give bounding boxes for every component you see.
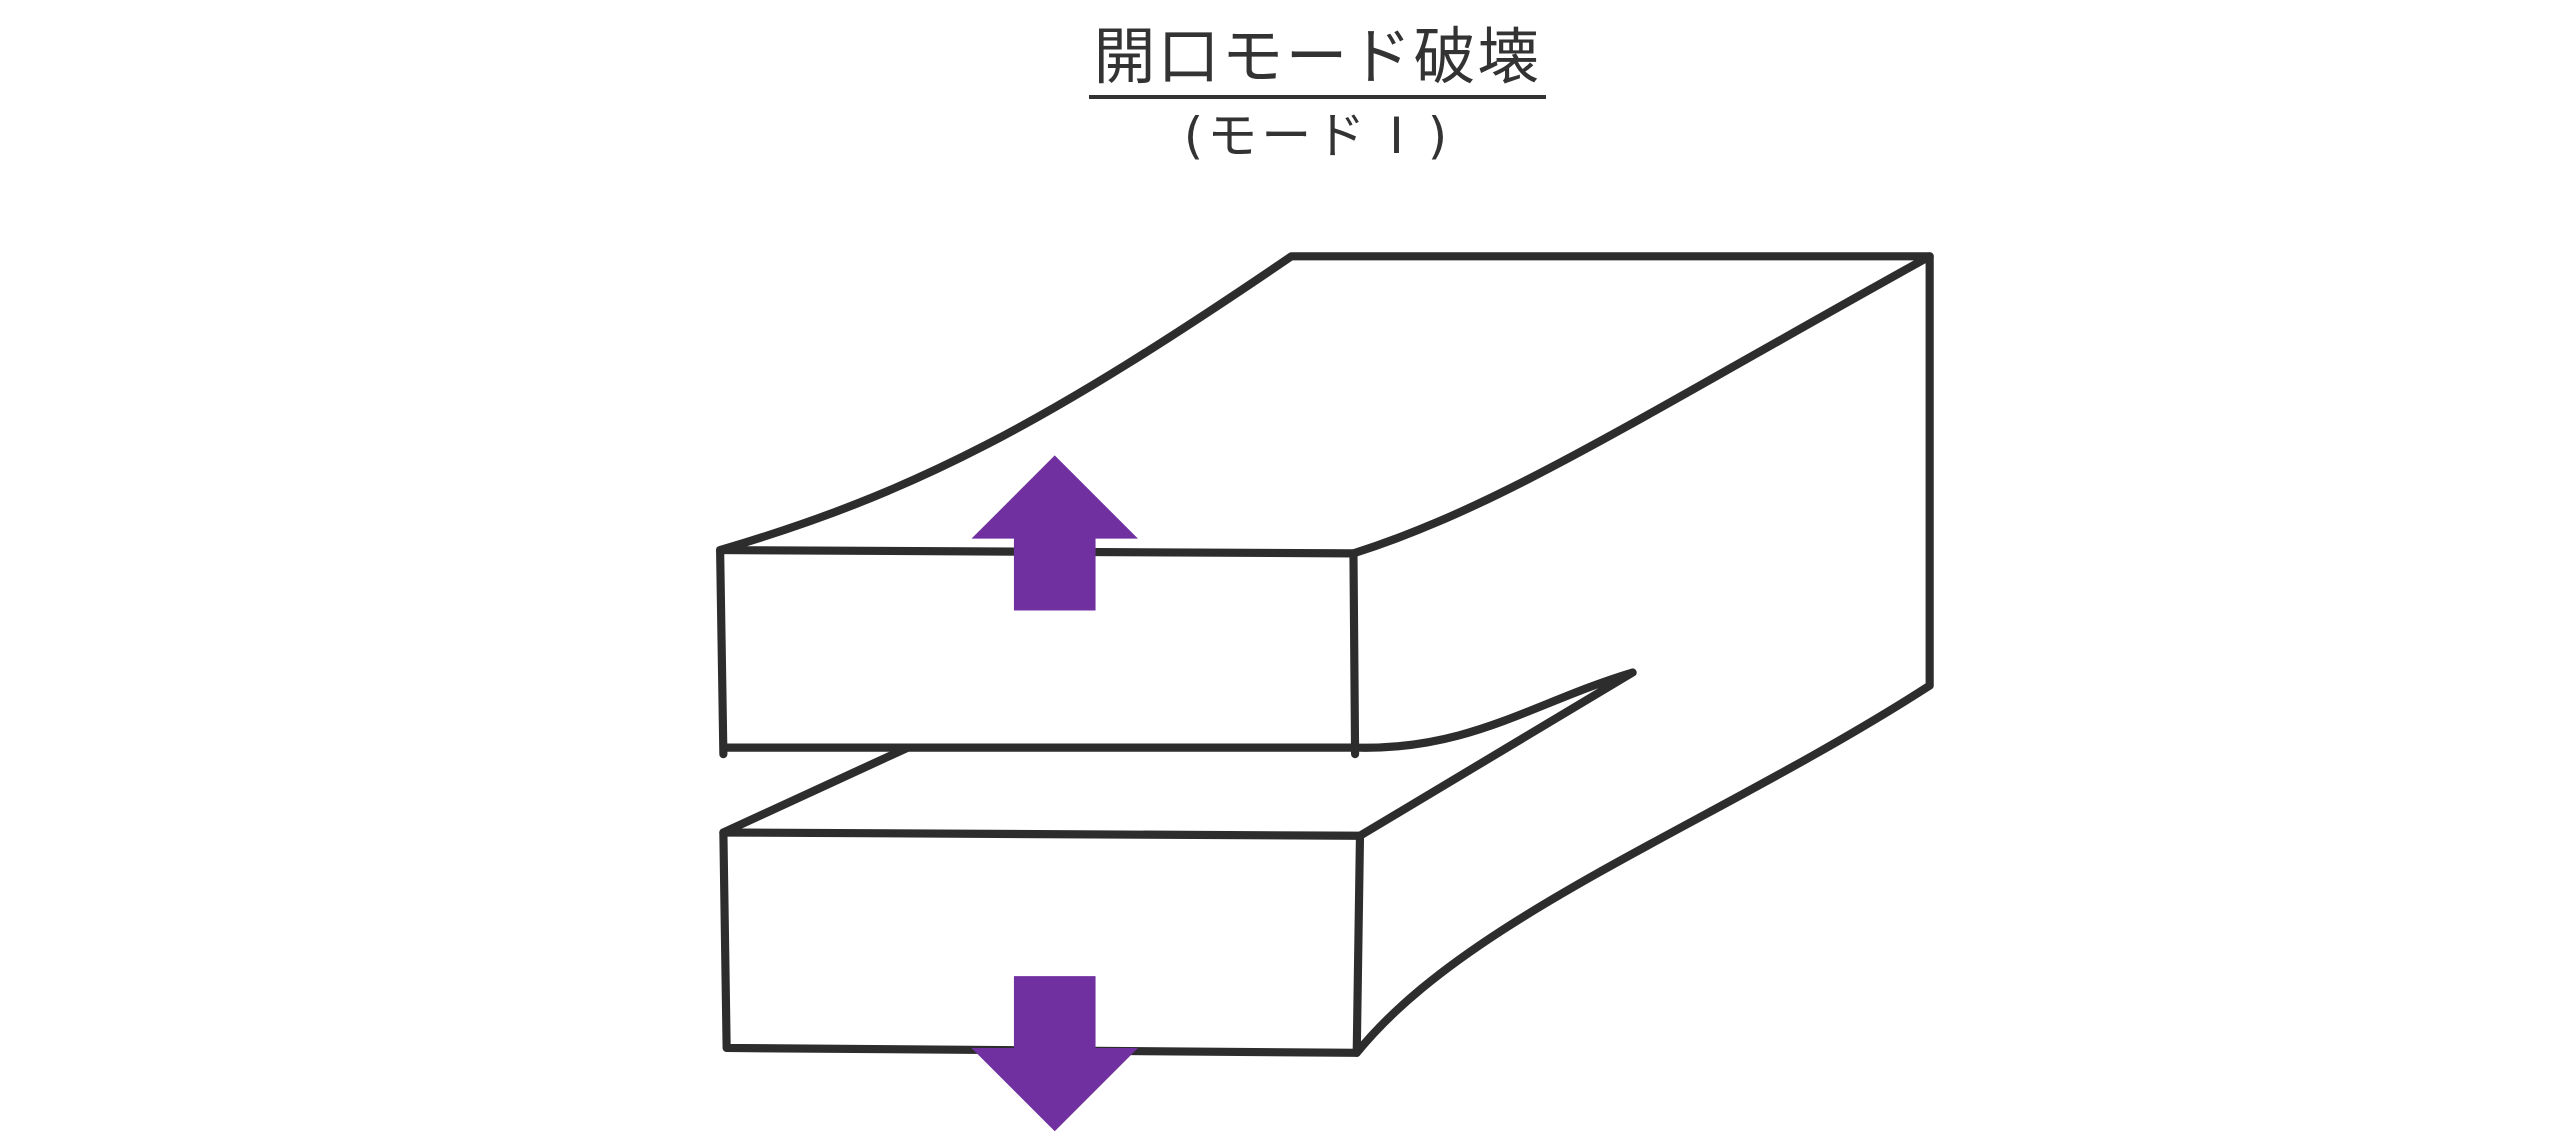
arrow-up-icon: [971, 455, 1138, 611]
arrow-down-icon: [971, 976, 1138, 1132]
right-face: [1352, 252, 1934, 1057]
upper-front-face: [716, 546, 1360, 759]
title-text: 開口モード破壊: [1089, 20, 1546, 99]
crack-tip: [1351, 668, 1637, 840]
lower-top-face: [719, 743, 1365, 840]
diagram-subtitle: (モード I ): [1183, 107, 1452, 165]
upper-top-face: [716, 252, 1934, 558]
diagram-title: 開口モード破壊: [0, 6, 2560, 99]
